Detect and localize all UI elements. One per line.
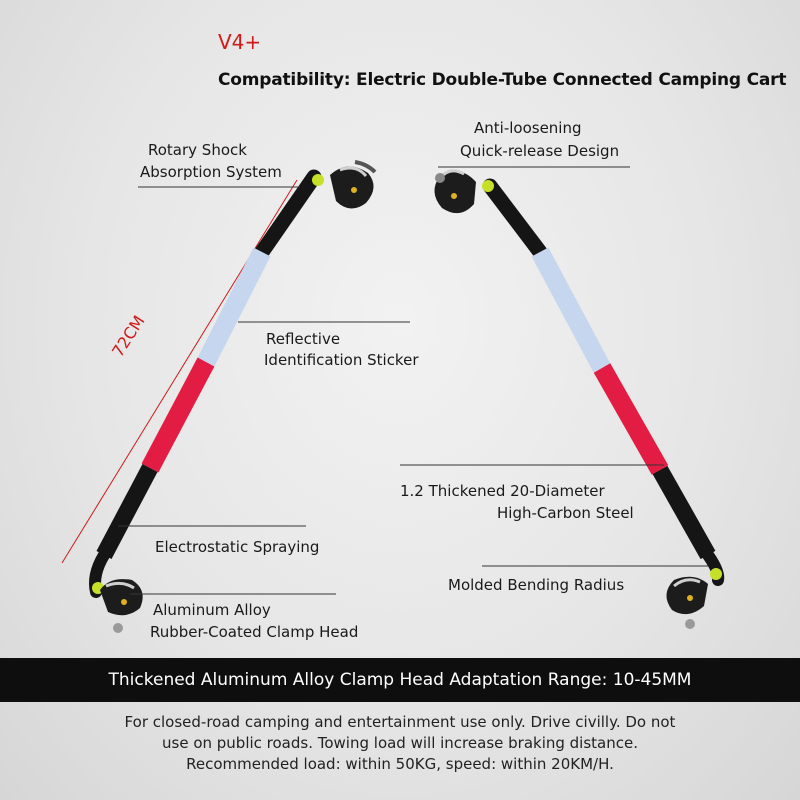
label-line: Molded Bending Radius [448,576,625,594]
label-line: Rotary Shock [148,141,247,159]
label-high-carbon-steel: High-Carbon Steel [497,503,634,523]
label-reflective: Reflective [266,329,340,349]
label-rotary-shock: Rotary Shock [148,140,247,160]
label-thickened-diameter: 1.2 Thickened 20-Diameter [400,481,605,501]
label-line: Identification Sticker [264,351,419,369]
clamp-head-bottom-right [666,568,722,629]
label-molded-bending-radius: Molded Bending Radius [448,575,624,595]
usage-note: For closed-road camping and entertainmen… [40,712,760,775]
clamp-head-bottom-left [92,579,143,633]
label-line: High-Carbon Steel [497,504,634,522]
label-rubber-coated-clamp: Rubber-Coated Clamp Head [150,622,358,642]
label-line: Rubber-Coated Clamp Head [150,623,359,641]
label-line: Reflective [266,330,341,348]
label-anti-loosening: Anti-loosening [474,118,582,138]
compatibility-text: Compatibility: Electric Double-Tube Conn… [218,70,787,90]
adaptation-range-banner: Thickened Aluminum Alloy Clamp Head Adap… [0,658,800,702]
right-tow-bar [482,178,725,586]
clamp-head-top-left [312,160,377,209]
left-tow-bar [89,169,322,598]
label-line: Electrostatic Spraying [155,538,320,556]
version-title: V4+ [218,30,262,54]
label-line: Aluminum Alloy [153,601,271,619]
note-line-2: use on public roads. Towing load will in… [162,734,638,752]
label-line: Absorption System [140,163,282,181]
length-measure-line [61,179,298,564]
clamp-head-top-right [434,169,494,214]
label-electrostatic-spraying: Electrostatic Spraying [155,537,319,557]
note-line-3: Recommended load: within 50KG, speed: wi… [186,755,614,773]
label-identification-sticker: Identification Sticker [264,350,418,370]
label-quick-release: Quick-release Design [460,141,619,161]
label-aluminum-alloy: Aluminum Alloy [153,600,271,620]
label-line: Anti-loosening [474,119,582,137]
label-line: Quick-release Design [460,142,620,160]
leader-lines [118,166,708,595]
note-line-1: For closed-road camping and entertainmen… [124,713,676,731]
label-absorption-system: Absorption System [140,162,282,182]
label-line: 1.2 Thickened 20-Diameter [400,482,605,500]
tow-bar-illustration [61,160,725,633]
